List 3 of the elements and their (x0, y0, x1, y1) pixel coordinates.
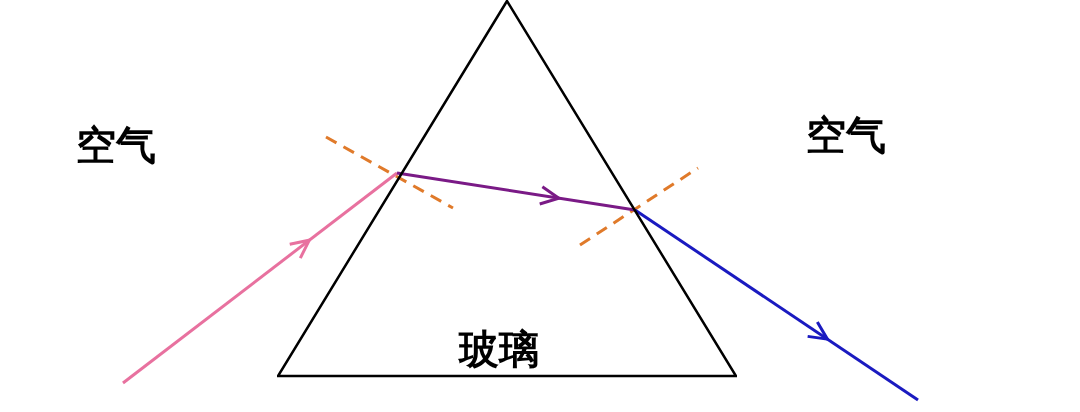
medium-label: 空气 (806, 111, 886, 160)
material-label: 玻璃 (459, 325, 539, 374)
medium-label: 空气 (76, 121, 156, 170)
